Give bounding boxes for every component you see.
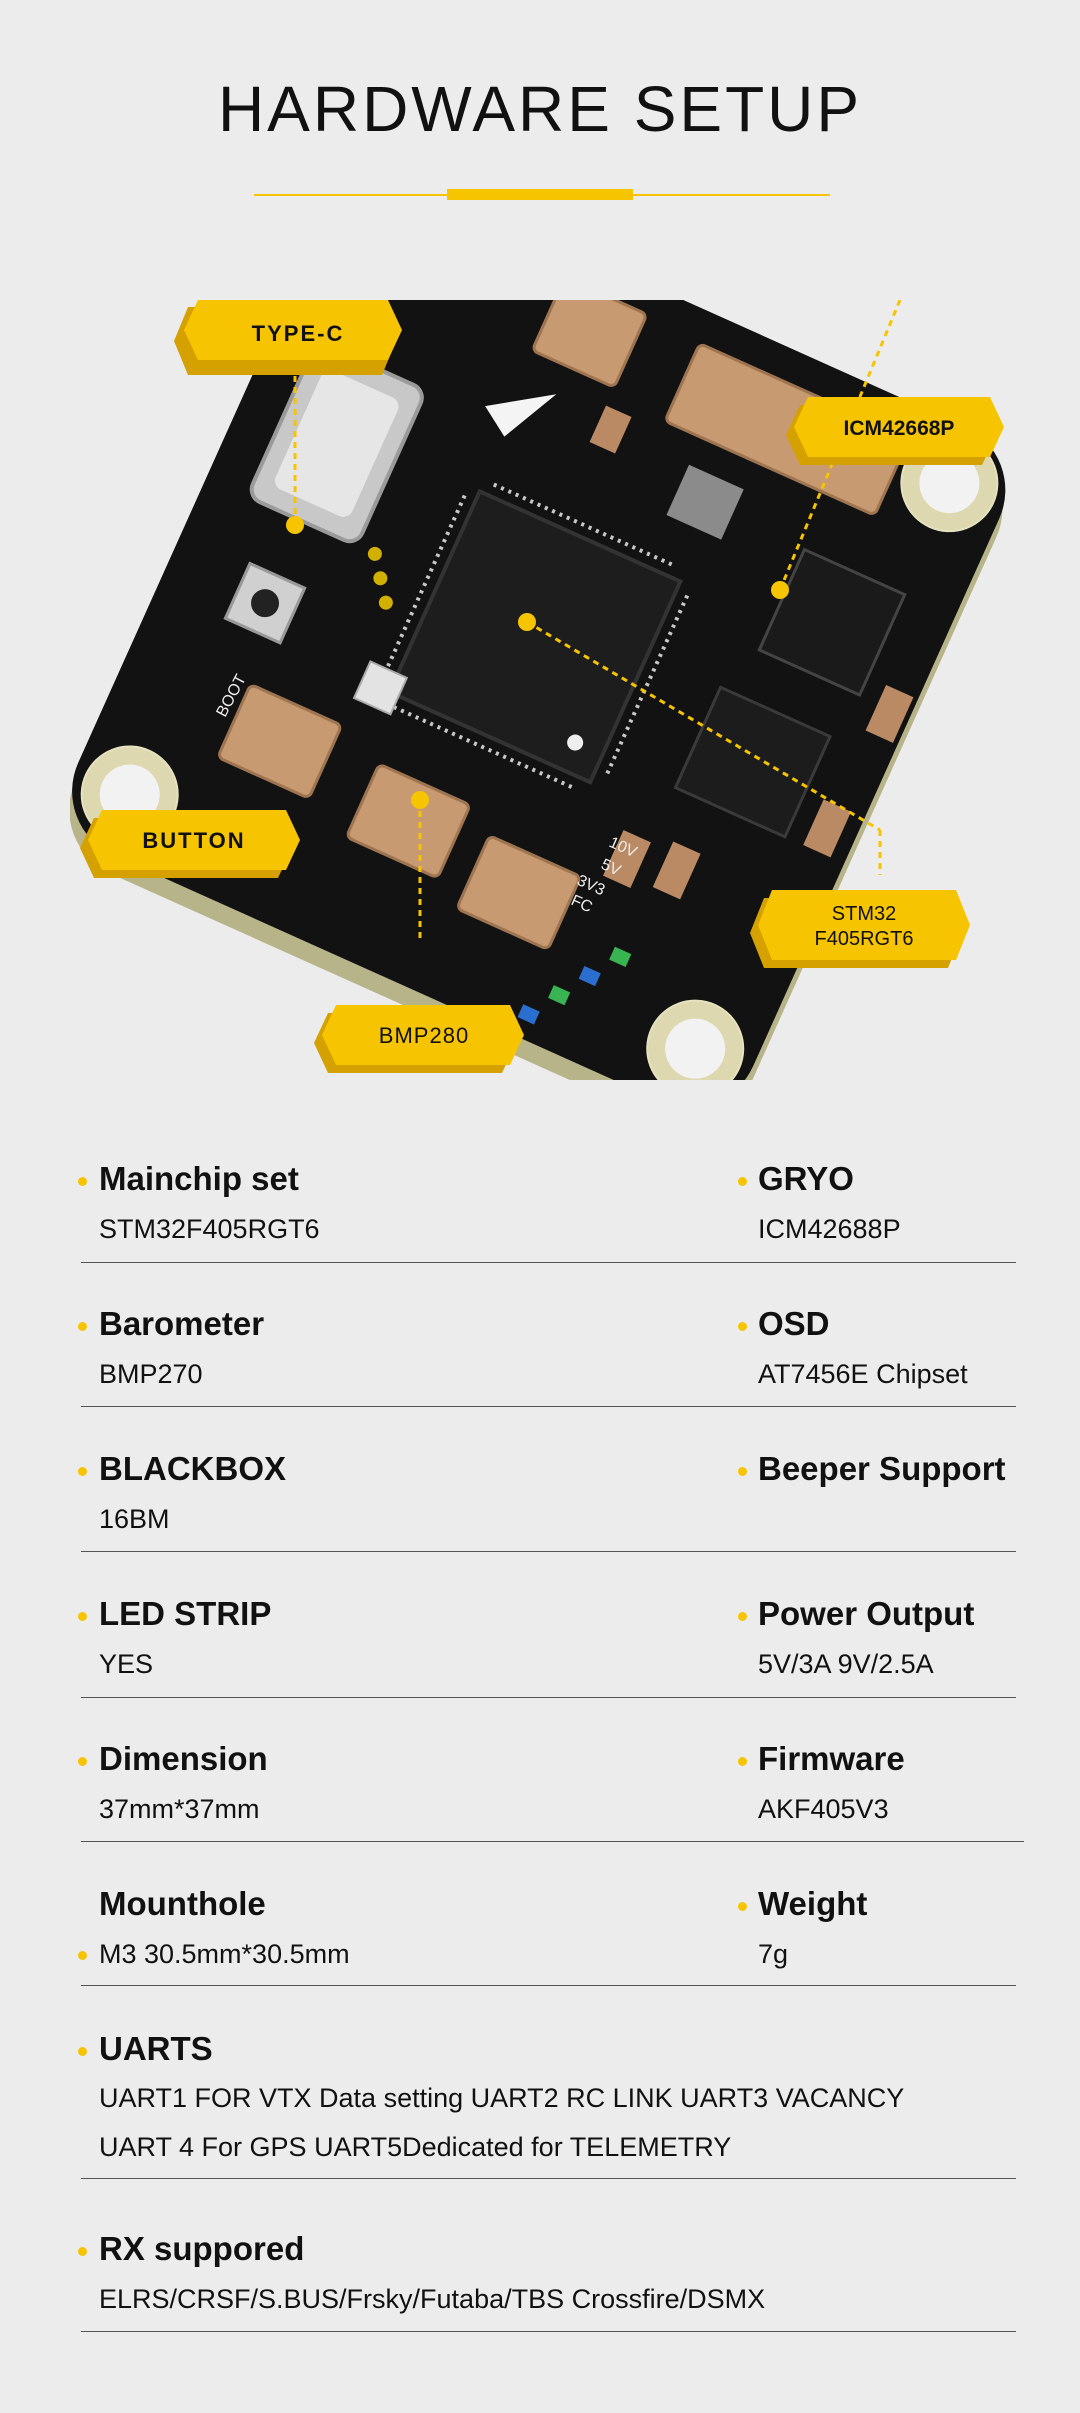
- led-label-5v: 5V: [598, 856, 623, 880]
- callout-stm32: STM32 F405RGT6: [750, 890, 970, 968]
- svg-text:TYPE-C: TYPE-C: [252, 321, 345, 346]
- spec-uarts: UARTS UART1 FOR VTX Data setting UART2 R…: [99, 2030, 905, 2162]
- spec-mounthole: Mounthole M3 30.5mm*30.5mm: [99, 1885, 350, 1969]
- bullet-icon: [78, 1951, 87, 1960]
- spec-blackbox: BLACKBOX 16BM: [99, 1450, 286, 1534]
- svg-text:BUTTON: BUTTON: [142, 828, 245, 853]
- spec-weight: Weight 7g: [758, 1885, 868, 1969]
- marker-type-c: [286, 516, 304, 534]
- page-title: HARDWARE SETUP: [217, 73, 863, 145]
- spec-mainchip: Mainchip set STM32F405RGT6: [99, 1160, 320, 1244]
- spec-gyro: GRYO ICM42688P: [758, 1160, 901, 1244]
- svg-text:F405RGT6: F405RGT6: [815, 928, 914, 950]
- spec-barometer: Barometer BMP270: [99, 1305, 265, 1389]
- connectors: [218, 300, 910, 950]
- bullet-icon: [78, 1757, 87, 1766]
- bullet-icon: [78, 1322, 87, 1331]
- callout-button: BUTTON: [80, 810, 300, 878]
- spec-power-output: Power Output 5V/3A 9V/2.5A: [758, 1595, 975, 1679]
- mcu-chip: [386, 488, 684, 785]
- marker-icm: [771, 581, 789, 599]
- spec-osd: OSD AT7456E Chipset: [758, 1305, 968, 1389]
- bullet-icon: [78, 1467, 87, 1476]
- divider: [81, 1841, 1024, 1842]
- divider: [81, 1262, 1016, 1263]
- spec-dimension: Dimension 37mm*37mm: [99, 1740, 268, 1824]
- callout-bmp280: BMP280: [314, 1005, 524, 1073]
- bullet-icon: [78, 2247, 87, 2256]
- title-accent-bar: [447, 189, 633, 200]
- bullet-icon: [738, 1467, 747, 1476]
- spec-beeper: Beeper Support: [758, 1450, 1006, 1487]
- bullet-icon: [738, 1322, 747, 1331]
- bullet-icon: [738, 1177, 747, 1186]
- divider: [81, 1697, 1016, 1698]
- spec-firmware: Firmware AKF405V3: [758, 1740, 905, 1824]
- spec-rx-supported: RX suppored ELRS/CRSF/S.BUS/Frsky/Futaba…: [99, 2230, 766, 2314]
- flight-controller-illustration: BOOT 10V 5V 3V3 FC TYPE-C ICM42668P: [70, 300, 1006, 1080]
- spec-led-strip: LED STRIP YES: [99, 1595, 272, 1679]
- osd-chip: [673, 685, 833, 839]
- divider: [81, 1551, 1016, 1552]
- bullet-icon: [78, 1177, 87, 1186]
- divider: [81, 1985, 1016, 1986]
- bullet-icon: [738, 1757, 747, 1766]
- bullet-icon: [78, 1612, 87, 1621]
- direction-arrow-icon: [485, 394, 557, 437]
- callout-type-c: TYPE-C: [174, 300, 402, 375]
- marker-bmp: [411, 791, 429, 809]
- gyro-chip: [757, 547, 907, 697]
- svg-text:BMP280: BMP280: [379, 1023, 469, 1048]
- divider: [81, 2331, 1016, 2332]
- bullet-icon: [738, 1902, 747, 1911]
- barometer-chip: [352, 660, 409, 716]
- svg-text:STM32: STM32: [832, 903, 896, 925]
- divider: [81, 1406, 1016, 1407]
- marker-stm32: [518, 613, 536, 631]
- bullet-icon: [78, 2047, 87, 2056]
- divider: [81, 2178, 1016, 2179]
- bullet-icon: [738, 1612, 747, 1621]
- callout-icm42668p: ICM42668P: [786, 397, 1004, 465]
- svg-text:ICM42668P: ICM42668P: [844, 417, 955, 440]
